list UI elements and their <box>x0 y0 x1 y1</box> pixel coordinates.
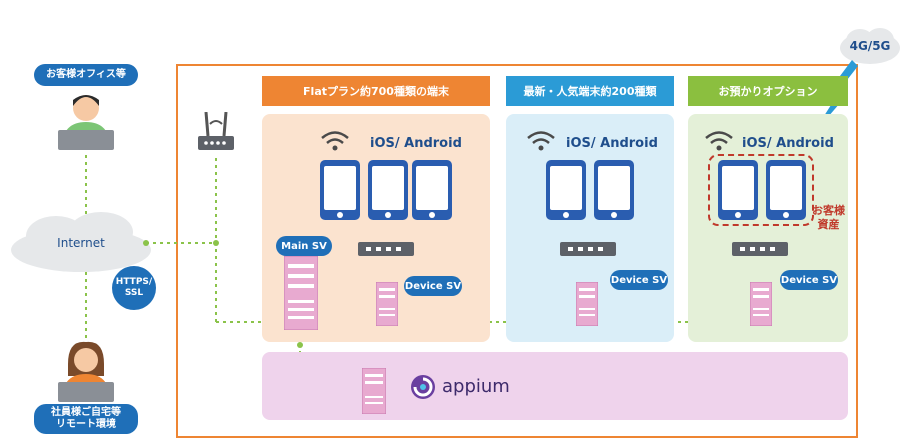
device-server-label: Device SV <box>404 276 462 296</box>
internet-label: Internet <box>57 236 105 250</box>
appium-server-icon <box>362 368 386 414</box>
remote-label: 社員様ご自宅等 リモート環境 <box>34 404 138 434</box>
network-switch-icon <box>358 242 414 256</box>
main-server-label: Main SV <box>276 236 332 256</box>
customer-assets-label: お客様 資産 <box>812 204 845 232</box>
smartphone-icon <box>320 160 360 220</box>
wifi-icon <box>527 131 555 151</box>
wifi-icon <box>321 131 349 151</box>
section-header-custody: お預かりオプション <box>688 76 848 106</box>
smartphone-icon <box>546 160 586 220</box>
device-server-icon <box>576 282 598 326</box>
smartphone-icon <box>412 160 452 220</box>
network-cloud: 4G/5G <box>838 26 902 66</box>
smartphone-icon <box>718 160 758 220</box>
office-user-icon <box>58 95 114 150</box>
router-icon <box>198 112 234 150</box>
network-switch-icon <box>560 242 616 256</box>
network-switch-icon <box>732 242 788 256</box>
appium-label: appium <box>442 376 510 397</box>
customer-assets-box <box>708 154 814 226</box>
os-label-latest: iOS/ Android <box>566 136 658 151</box>
remote-user-icon <box>58 341 114 402</box>
os-label-custody: iOS/ Android <box>742 136 834 151</box>
device-server-label: Device SV <box>780 270 838 290</box>
section-header-flat: Flatプラン約700種類の端末 <box>262 76 490 106</box>
appium-logo-icon <box>411 375 435 399</box>
network-label: 4G/5G <box>849 39 891 53</box>
wifi-icon <box>705 131 733 151</box>
os-label-flat: iOS/ Android <box>370 136 462 151</box>
service-frame <box>176 64 858 438</box>
smartphone-icon <box>766 160 806 220</box>
device-server-icon <box>750 282 772 326</box>
smartphone-icon <box>368 160 408 220</box>
office-label: お客様オフィス等 <box>34 64 138 86</box>
smartphone-icon <box>594 160 634 220</box>
device-server-icon <box>376 282 398 326</box>
appium-panel <box>262 352 848 420</box>
device-server-label: Device SV <box>610 270 668 290</box>
section-header-latest: 最新・人気端末約200種類 <box>506 76 674 106</box>
https-badge: HTTPS/ SSL <box>112 266 156 310</box>
main-server-icon <box>284 256 318 330</box>
internet-cloud: Internet <box>6 208 156 278</box>
